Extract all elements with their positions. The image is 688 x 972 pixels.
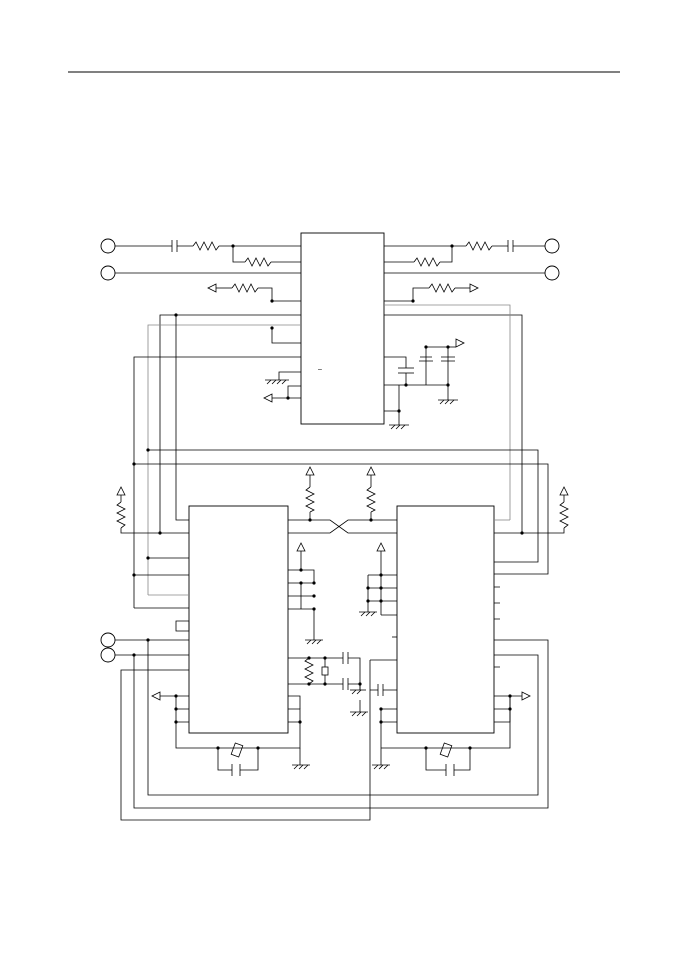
electrolytic-cap xyxy=(419,356,433,362)
output-arrow-left xyxy=(207,283,217,293)
resistor-in-left-2 xyxy=(244,257,272,267)
pullup-resistor-mid-2 xyxy=(366,486,376,513)
pullup-resistor-mid-1 xyxy=(305,486,315,513)
resistor-in-right-2 xyxy=(413,257,441,267)
resistor-out-left xyxy=(231,283,259,293)
top-ic xyxy=(300,232,385,425)
vref-arrow xyxy=(263,393,273,403)
terminal-top-left-2 xyxy=(100,265,116,281)
ground-symbol xyxy=(359,611,377,617)
vref-arrow-right-ic xyxy=(521,691,531,701)
terminal-top-left-1 xyxy=(100,238,116,254)
vref-arrow-left-ic xyxy=(151,691,161,701)
ground-symbol xyxy=(350,711,368,717)
resistor-osc xyxy=(304,657,314,685)
pullup-resistor-left xyxy=(116,501,126,529)
pullup-arrow-right xyxy=(559,486,569,496)
pullup-arrow-left xyxy=(116,486,126,496)
right-ic xyxy=(396,505,495,734)
ground-symbol xyxy=(350,689,366,695)
resistor-in-right-1 xyxy=(465,241,493,251)
terminal-top-right-2 xyxy=(544,265,560,281)
supply-arrow-left-ic xyxy=(296,542,306,552)
resistor-in-left-1 xyxy=(192,241,220,251)
supply-arrow-top xyxy=(455,338,465,348)
left-ic xyxy=(188,505,289,734)
crystal-osc xyxy=(321,666,329,676)
terminal-bottom-left-1 xyxy=(100,632,116,648)
terminal-bottom-left-2 xyxy=(100,647,116,663)
crystal-left xyxy=(230,742,244,758)
pullup-arrow-mid-1 xyxy=(305,466,315,476)
ground-symbol xyxy=(438,399,458,405)
ground-symbol xyxy=(389,424,409,430)
pullup-resistor-right xyxy=(559,501,569,529)
crystal-right xyxy=(439,742,453,758)
top-ic-label: – xyxy=(318,366,322,373)
terminal-top-right-1 xyxy=(544,238,560,254)
ground-symbol xyxy=(372,764,390,770)
supply-arrow-right-ic xyxy=(376,542,386,552)
resistor-out-right xyxy=(428,283,456,293)
ground-symbol xyxy=(265,379,289,385)
output-arrow-right xyxy=(469,283,479,293)
ground-symbol xyxy=(305,639,323,645)
pullup-arrow-mid-2 xyxy=(366,466,376,476)
ground-symbol xyxy=(292,764,310,770)
